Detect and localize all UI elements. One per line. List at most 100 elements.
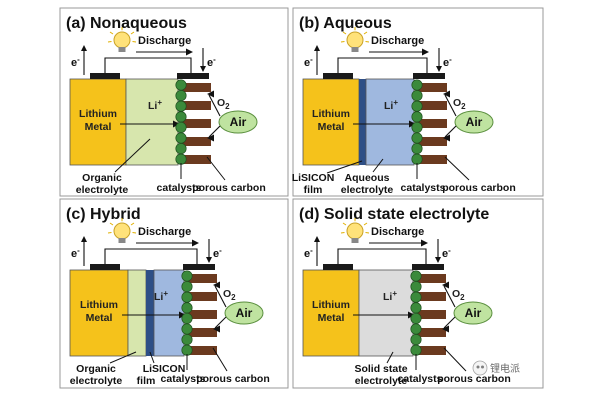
- panel-d-lightbulb-icon: [346, 222, 364, 240]
- panel-a-catalyst-particle: [175, 132, 187, 144]
- panel-b-electron-up-arrowhead: [314, 45, 320, 51]
- panel-a-leader-porous-carbon: [206, 156, 226, 181]
- panel-a-porous-carbon-plate: [181, 119, 211, 128]
- panel-a-leader-organic: [114, 138, 151, 173]
- panel-b-lithium-anode: [302, 78, 360, 166]
- panel-d-li-ion-arrowhead: [408, 311, 415, 319]
- panel-c-label-catalysts: catalysts: [161, 373, 206, 385]
- panel-b-porous-carbon-plate: [417, 101, 447, 110]
- panel-b-lightbulb-ray: [363, 31, 368, 35]
- panel-b-air-label: Air: [466, 115, 483, 129]
- panel-b-lightbulb-base: [351, 47, 359, 52]
- panel-c-anode-collector: [90, 264, 120, 270]
- panel-a-catalyst-particle: [175, 143, 187, 155]
- panel-d-lightbulb-base: [351, 238, 359, 243]
- panel-a-porous-carbon-plate: [181, 83, 211, 92]
- panel-a-air-label: Air: [230, 115, 247, 129]
- panel-d-porous-carbon-plate: [416, 292, 446, 301]
- panel-c-catalyst-particle: [181, 270, 193, 282]
- panel-b-air-bubble: [454, 110, 494, 134]
- panel-b-catalyst-particle: [411, 153, 423, 165]
- panel-b-li-ion-label: Li+: [384, 98, 398, 112]
- panel-b-discharge-label: Discharge: [371, 35, 424, 47]
- panel-a-catalyst-particle: [175, 153, 187, 165]
- panel-c-porous-carbon-plate: [187, 274, 217, 283]
- panel-c-catalyst-particle: [181, 281, 193, 293]
- panel-c-li-ion-label: Li+: [154, 289, 168, 303]
- panel-c-label-film: film: [137, 375, 156, 387]
- panel-b-lightbulb-ray: [340, 41, 345, 43]
- panel-a-anode-label-2: Metal: [85, 121, 112, 133]
- panel-c-oxygen-arrow-2: [214, 316, 227, 329]
- panel-a-electron-right: e-: [207, 55, 216, 69]
- panel-d-catalyst-particle: [410, 302, 422, 314]
- panel-c-electron-down-arrowhead: [206, 257, 212, 263]
- panel-d-electron-left: e-: [304, 246, 313, 260]
- panel-b-label-electrolyte: electrolyte: [341, 184, 394, 196]
- panel-a-catalyst-particle: [175, 79, 187, 91]
- panel-a-lightbulb-ray: [109, 31, 114, 35]
- panel-d-electron-right: e-: [442, 246, 451, 260]
- panel-a-anode-collector: [90, 73, 120, 79]
- panel-a-oxygen-arrow-2: [208, 125, 221, 138]
- panel-c-discharge-label: Discharge: [138, 226, 191, 238]
- panel-b-lightbulb-ray: [342, 31, 347, 35]
- panel-c-li-ion-arrowhead: [179, 311, 186, 319]
- panel-b-porous-carbon-plate: [417, 83, 447, 92]
- panel-c-label-lisicon: LiSICON: [143, 363, 186, 375]
- panel-c-oxygen-arrowhead-2: [213, 325, 220, 333]
- panel-d-electron-down-arrowhead: [435, 257, 441, 263]
- panel-b-title: (b) Aqueous: [299, 15, 392, 32]
- panel-a-lightbulb-base: [118, 47, 126, 52]
- panel-a-oxygen-label: O2: [217, 97, 230, 111]
- panel-c-leader-porous-carbon: [212, 347, 228, 372]
- panel-b-leader-lisicon: [326, 160, 363, 174]
- panel-b-porous-carbon-plate: [417, 155, 447, 164]
- panel-c-lightbulb-base: [118, 238, 126, 243]
- panel-a-electron-left: e-: [71, 55, 80, 69]
- panel-c-electron-up-arrowhead: [81, 236, 87, 242]
- panel-c-label-electrolyte: electrolyte: [70, 375, 123, 387]
- panel-c-catalyst-particle: [181, 291, 193, 303]
- panel-d-catalyst-particle: [410, 312, 422, 324]
- panel-c-cathode-collector: [183, 264, 215, 270]
- panel-d-porous-carbon-plate: [416, 274, 446, 283]
- panel-d-anode-label-2: Metal: [318, 312, 345, 324]
- panel-a-porous-carbon-plate: [181, 137, 211, 146]
- panel-d-lightbulb-ray: [363, 222, 368, 226]
- panel-b-lightbulb-ray: [365, 41, 370, 43]
- panel-c-electron-left: e-: [71, 246, 80, 260]
- panel-b-label-film: film: [304, 184, 323, 196]
- panel-c-label-porous-carbon: porous carbon: [196, 373, 270, 385]
- watermark-text: 锂电派: [490, 362, 520, 375]
- panel-b-electron-down-arrowhead: [436, 66, 442, 72]
- panel-c-anode-label-1: Lithium: [80, 299, 118, 311]
- panel-a-label-organic: Organic: [82, 172, 122, 184]
- panel-c-lisicon-film: [146, 270, 154, 356]
- panel-d-electron-up-arrowhead: [314, 236, 320, 242]
- panel-b-catalyst-particle: [411, 111, 423, 123]
- panel-c-anode-label-2: Metal: [86, 312, 113, 324]
- panel-b-oxygen-arrowhead-1: [443, 90, 450, 98]
- panel-d-leader-porous-carbon: [443, 347, 467, 372]
- panel-a-li-ion-label: Li+: [148, 98, 162, 112]
- panel-a-li-ion-arrowhead: [173, 120, 180, 128]
- panel-a-organic-electrolyte: [125, 78, 179, 166]
- panel-a-lightbulb-icon: [113, 31, 131, 49]
- panel-d-catalyst-particle: [410, 281, 422, 293]
- watermark-logo-icon: [472, 360, 488, 376]
- panel-b-catalyst-particle: [411, 79, 423, 91]
- panel-a-external-circuit: [104, 57, 192, 73]
- panel-a-catalyst-particle: [175, 90, 187, 102]
- watermark: 锂电派: [472, 360, 520, 376]
- panel-c-electron-right: e-: [213, 246, 222, 260]
- panel-c-label-organic: Organic: [76, 363, 116, 375]
- panel-a-catalyst-particle: [175, 111, 187, 123]
- panel-d-cathode-collector: [412, 264, 444, 270]
- panel-b-li-ion-arrowhead: [409, 120, 416, 128]
- panel-b-electron-left: e-: [304, 55, 313, 69]
- panel-c-organic-electrolyte: [127, 269, 147, 357]
- panel-d-discharge-label: Discharge: [371, 226, 424, 238]
- panel-b-anode-label-1: Lithium: [312, 108, 350, 120]
- panel-c-oxygen-label: O2: [223, 288, 236, 302]
